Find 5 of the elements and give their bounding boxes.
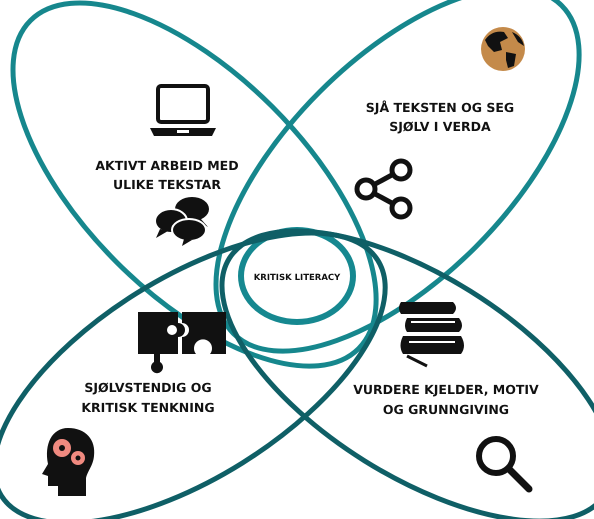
- topic-label: SJÅ TEKSTEN OG SEG SJØLV I VERDA: [364, 98, 516, 136]
- center-label: KRITISK LITERACY: [252, 272, 342, 284]
- topic-label: SJØLVSTENDIG OG KRITISK TENKNING: [80, 379, 216, 417]
- topic-label: AKTIVT ARBEID MED ULIKE TEKSTAR: [94, 156, 240, 194]
- topic-label: VURDERE KJELDER, MOTIV OG GRUNNGIVING: [352, 381, 540, 419]
